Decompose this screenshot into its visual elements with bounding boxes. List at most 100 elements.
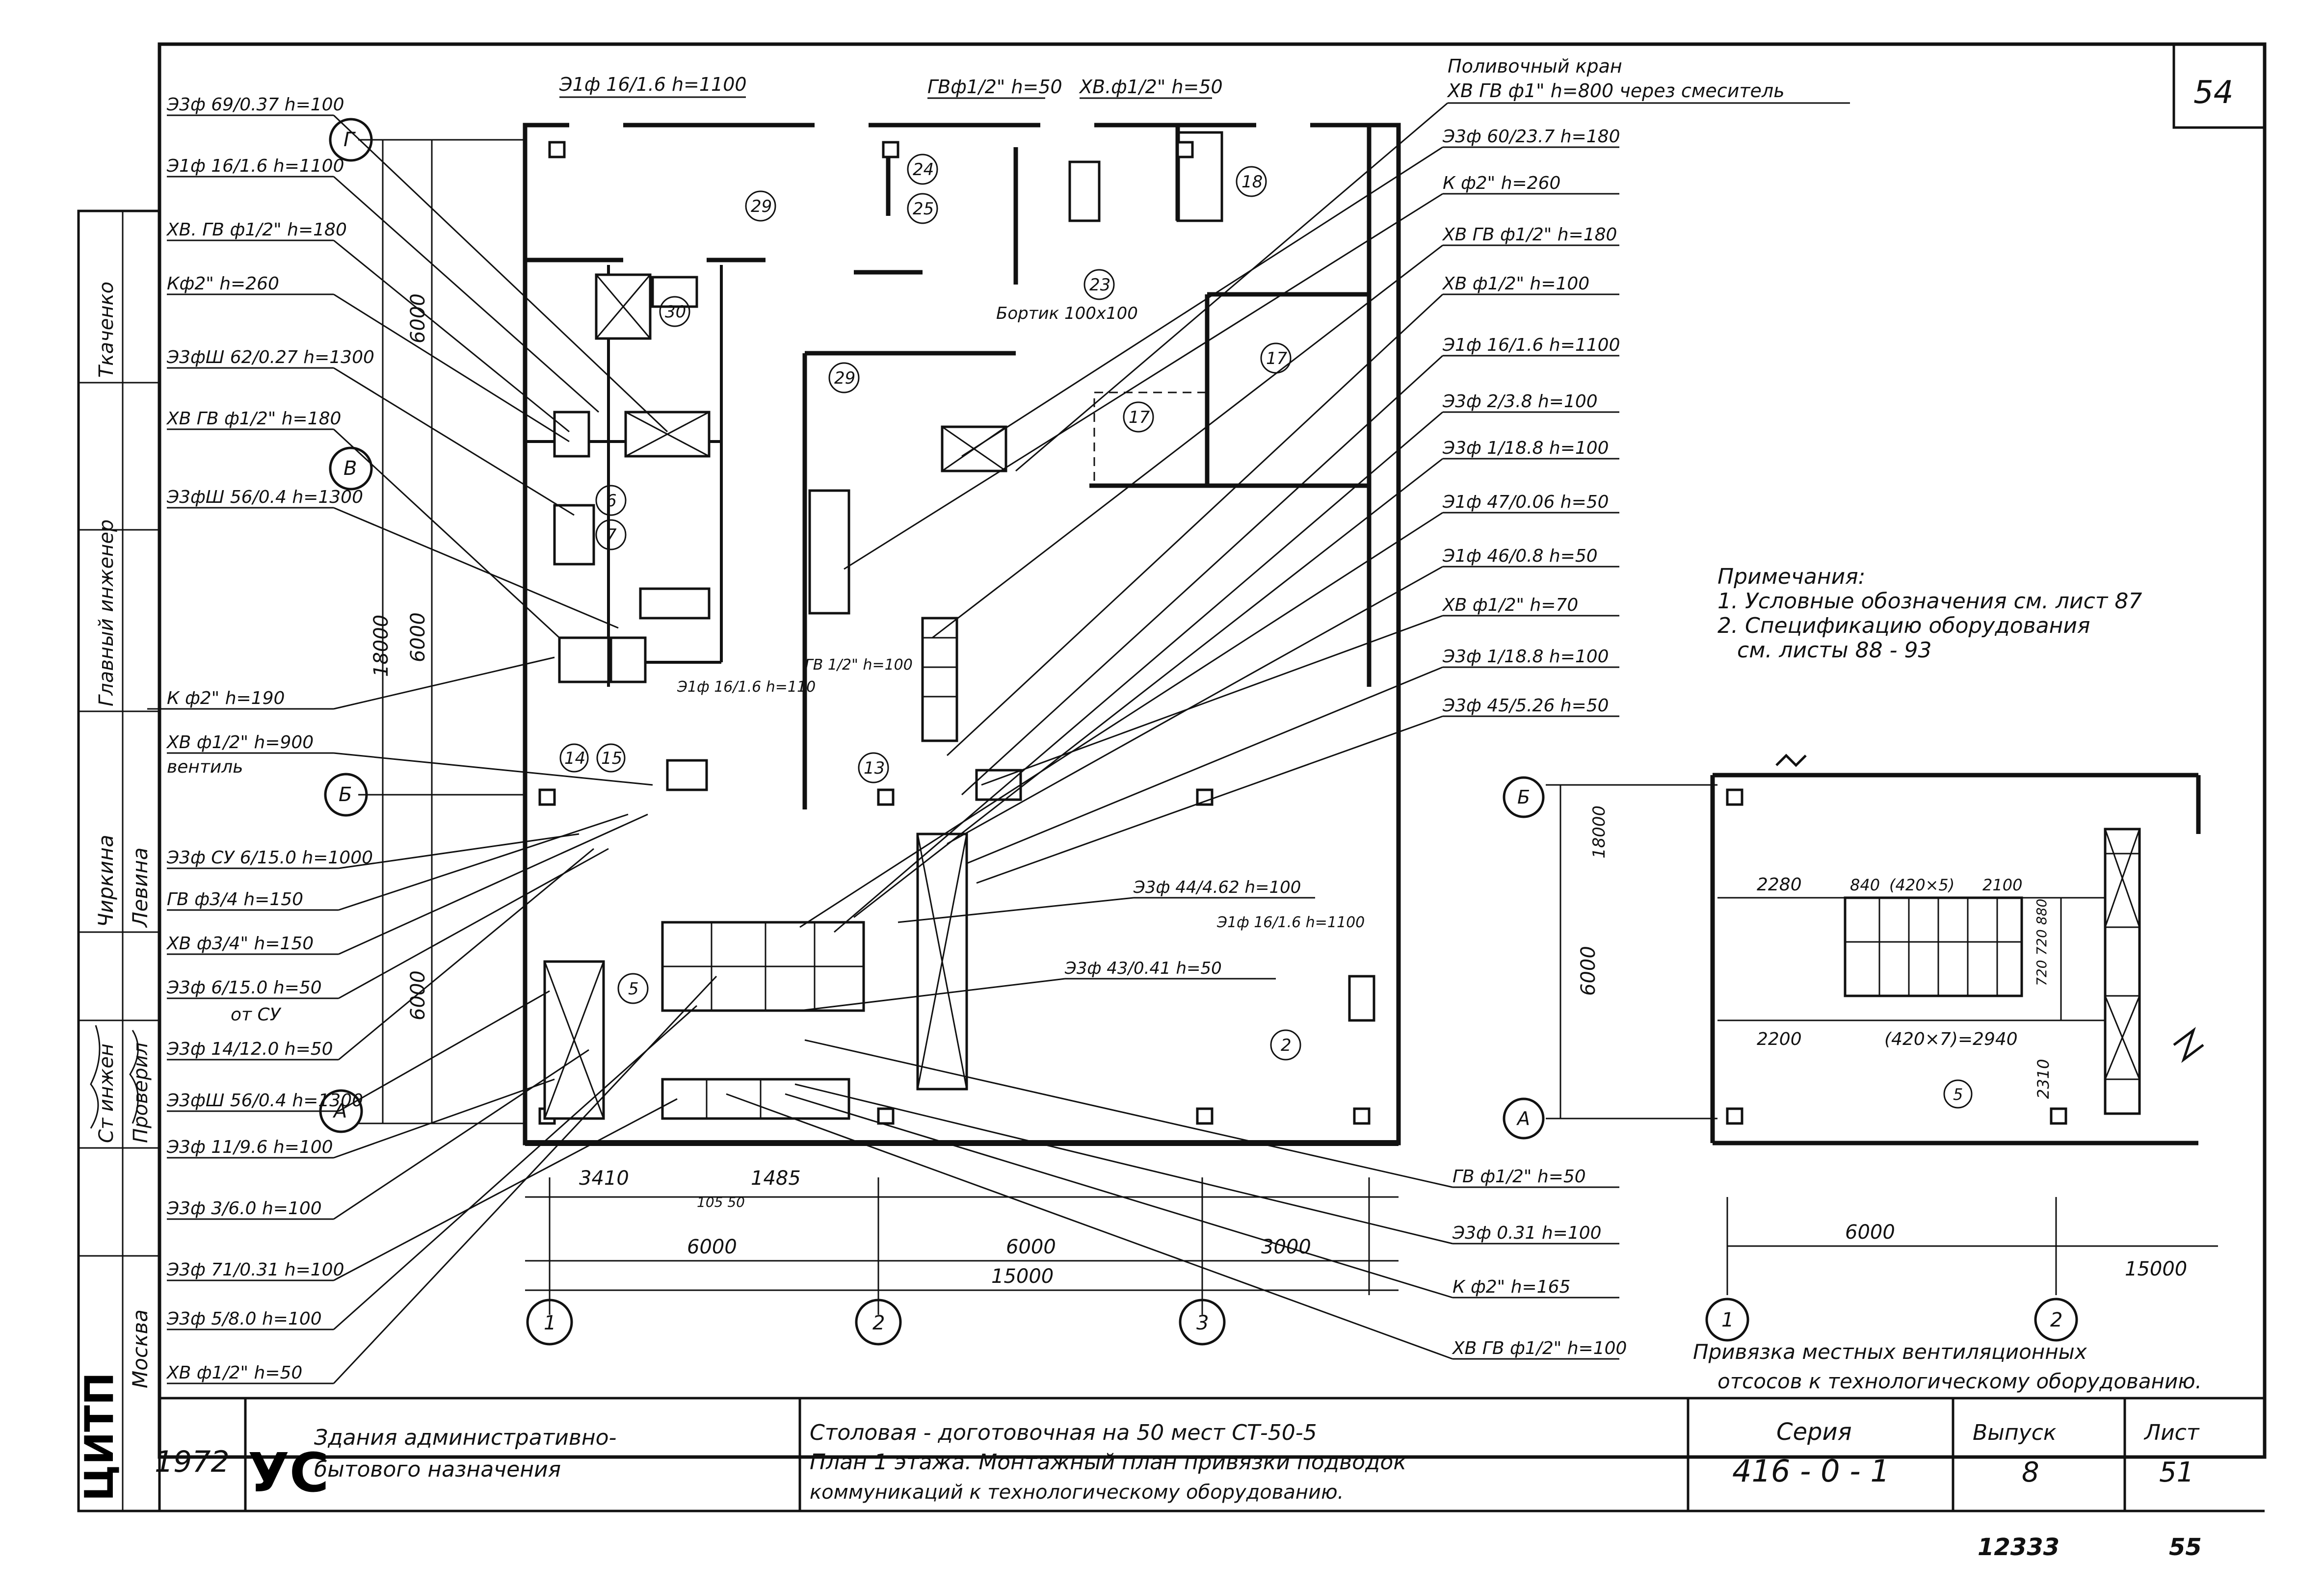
svg-text:Э1ф 46/0.8 h=50: Э1ф 46/0.8 h=50 [1442, 546, 1598, 566]
svg-text:Э1ф 16/1.6 h=1100: Э1ф 16/1.6 h=1100 [1442, 335, 1620, 355]
sheet-frame [158, 42, 2267, 1459]
svg-text:5: 5 [628, 979, 639, 999]
svg-text:ХВ ГВ ф1/2" h=180: ХВ ГВ ф1/2" h=180 [1442, 225, 1617, 245]
svg-text:Э3ф 43/0.41 h=50: Э3ф 43/0.41 h=50 [1064, 959, 1222, 978]
svg-text:840: 840 [1850, 876, 1880, 894]
svg-text:ХВ ГВ ф1/2" h=100: ХВ ГВ ф1/2" h=100 [1452, 1338, 1627, 1358]
svg-text:2: 2 [2050, 1309, 2062, 1331]
floor-plan [523, 122, 1401, 1146]
svg-text:Э3ф 0.31 h=100: Э3ф 0.31 h=100 [1452, 1223, 1602, 1243]
svg-text:6000: 6000 [407, 970, 429, 1020]
left-labels: Э3ф 69/0.37 h=100 Э1ф 16/1.6 h=1100 ХВ. … [147, 95, 374, 1384]
svg-text:(420×5): (420×5) [1889, 876, 1954, 894]
svg-text:2280: 2280 [1757, 875, 1802, 895]
svg-text:6000: 6000 [407, 293, 429, 343]
svg-text:105 50: 105 50 [697, 1194, 745, 1210]
svg-text:6000: 6000 [1006, 1236, 1056, 1258]
svg-text:6000: 6000 [687, 1236, 737, 1258]
svg-text:В: В [343, 457, 357, 480]
svg-text:1. Условные обозначения см. ли: 1. Условные обозначения см. лист 87 [1717, 589, 2142, 614]
sheet-number-box [2172, 43, 2266, 129]
svg-text:Э3ф 2/3.8 h=100: Э3ф 2/3.8 h=100 [1442, 391, 1598, 412]
title-project-1: Столовая - доготовочная на 50 мест СТ-50… [810, 1420, 1317, 1445]
svg-text:ХВ ф3/4" h=150: ХВ ф3/4" h=150 [166, 934, 314, 954]
notes: Примечания: 1. Условные обозначения см. … [1717, 564, 2142, 663]
svg-text:ХВ ф1/2" h=100: ХВ ф1/2" h=100 [1442, 274, 1589, 294]
svg-text:Э3ф 6/15.0 h=50: Э3ф 6/15.0 h=50 [166, 978, 322, 998]
svg-text:Э3ф 44/4.62 h=100: Э3ф 44/4.62 h=100 [1133, 878, 1301, 897]
svg-text:Э1ф 16/1.6 h=1100: Э1ф 16/1.6 h=1100 [166, 156, 344, 176]
svg-text:2. Спецификацию оборудования: 2. Спецификацию оборудования [1717, 613, 2090, 638]
svg-text:2: 2 [1281, 1036, 1292, 1055]
svg-text:Э1ф 16/1.6 h=1100: Э1ф 16/1.6 h=1100 [1216, 914, 1365, 931]
svg-text:Э3ф 14/12.0 h=50: Э3ф 14/12.0 h=50 [166, 1039, 333, 1059]
svg-text:ХВ. ГВ ф1/2" h=180: ХВ. ГВ ф1/2" h=180 [166, 220, 347, 240]
svg-text:ХВ ф1/2" h=900: ХВ ф1/2" h=900 [166, 732, 314, 753]
title-project-3: коммуникаций к технологическому оборудов… [810, 1481, 1344, 1504]
svg-text:15000: 15000 [2125, 1258, 2187, 1280]
svg-text:3000: 3000 [1261, 1236, 1311, 1258]
svg-text:А: А [1516, 1108, 1530, 1129]
svg-text:29: 29 [834, 368, 855, 388]
svg-text:Привязка местных вентиляционны: Привязка местных вентиляционных [1693, 1340, 2087, 1364]
svg-text:5: 5 [1953, 1085, 1963, 1104]
svg-text:1: 1 [544, 1312, 556, 1334]
title-sheet-label: Лист [2143, 1420, 2200, 1445]
svg-text:Э1ф 47/0.06 h=50: Э1ф 47/0.06 h=50 [1442, 492, 1609, 512]
label-gv-top: ГВф1/2" h=50 [927, 76, 1062, 98]
svg-text:13: 13 [864, 758, 885, 778]
svg-text:18000: 18000 [1589, 806, 1609, 859]
stamp-levina: Левина [128, 847, 152, 928]
svg-text:К ф2" h=190: К ф2" h=190 [167, 688, 285, 708]
svg-text:1: 1 [1721, 1309, 1734, 1331]
label-watering-title: Поливочный кран [1448, 55, 1622, 77]
inset-caption: Привязка местных вентиляционных отсосов … [1693, 1340, 2202, 1393]
svg-text:6000: 6000 [1577, 946, 1600, 996]
svg-text:Э3ф СУ 6/15.0 h=1000: Э3ф СУ 6/15.0 h=1000 [166, 848, 373, 868]
svg-text:ХВ ф1/2" h=70: ХВ ф1/2" h=70 [1442, 595, 1578, 615]
svg-text:25: 25 [913, 199, 934, 219]
svg-text:15: 15 [601, 749, 622, 768]
stamp-chief: Главный инженер [95, 520, 118, 706]
svg-text:18: 18 [1241, 172, 1263, 192]
svg-text:30: 30 [665, 302, 686, 322]
svg-text:18000: 18000 [370, 615, 393, 677]
svg-text:ХВ ф1/2" h=50: ХВ ф1/2" h=50 [166, 1363, 302, 1383]
svg-text:вентиль: вентиль [167, 757, 243, 777]
svg-text:23: 23 [1089, 275, 1110, 295]
stamp-checked: Проверил [130, 1042, 152, 1143]
svg-text:Б: Б [339, 783, 352, 806]
svg-text:6000: 6000 [407, 612, 429, 662]
svg-text:17: 17 [1266, 349, 1288, 368]
svg-text:24: 24 [913, 160, 934, 180]
svg-text:Э3ф 3/6.0 h=100: Э3ф 3/6.0 h=100 [166, 1198, 322, 1219]
svg-text:6: 6 [606, 491, 617, 511]
title-issue-label: Выпуск [1973, 1420, 2057, 1445]
label-watering-text: ХВ ГВ ф1" h=800 через смеситель [1447, 80, 1785, 102]
top-labels: Э1ф 16/1.6 h=1100 ГВф1/2" h=50 ХВ.ф1/2" … [559, 55, 1850, 104]
svg-text:15000: 15000 [991, 1265, 1054, 1288]
svg-text:2: 2 [872, 1312, 885, 1334]
svg-text:Бортик 100х100: Бортик 100х100 [996, 304, 1138, 323]
label-e1f-top: Э1ф 16/1.6 h=1100 [559, 74, 747, 95]
stamp-org: ЦИТП [77, 1372, 122, 1501]
title-project-2: План 1 этажа. Монтажный план привязки по… [810, 1450, 1406, 1475]
svg-text:Э3ф 11/9.6 h=100: Э3ф 11/9.6 h=100 [166, 1137, 333, 1157]
svg-text:от СУ: от СУ [231, 1005, 282, 1025]
right-leaders [799, 102, 1448, 933]
svg-text:ГВ 1/2" h=100: ГВ 1/2" h=100 [805, 656, 913, 674]
svg-text:А: А [332, 1100, 347, 1122]
sheet-number-top: 54 [2193, 75, 2233, 111]
svg-text:см. листы 88 - 93: см. листы 88 - 93 [1737, 638, 1931, 663]
svg-text:Э3ф 71/0.31 h=100: Э3ф 71/0.31 h=100 [166, 1260, 344, 1280]
stamp-ткаченко: Ткаченко [95, 282, 118, 378]
axes-main: Г В Б А 1 2 3 [319, 118, 1226, 1346]
svg-text:720 720 880: 720 720 880 [2034, 899, 2050, 986]
title-block: 1972 УС Здания административно- бытового… [155, 1398, 2200, 1511]
title-series-label: Серия [1776, 1418, 1852, 1446]
svg-text:2310: 2310 [2034, 1059, 2053, 1099]
svg-text:Э3ф 5/8.0 h=100: Э3ф 5/8.0 h=100 [166, 1309, 322, 1329]
svg-text:отсосов к технологическому обо: отсосов к технологическому оборудованию. [1717, 1369, 2202, 1393]
svg-text:Кф2" h=260: Кф2" h=260 [167, 274, 279, 294]
